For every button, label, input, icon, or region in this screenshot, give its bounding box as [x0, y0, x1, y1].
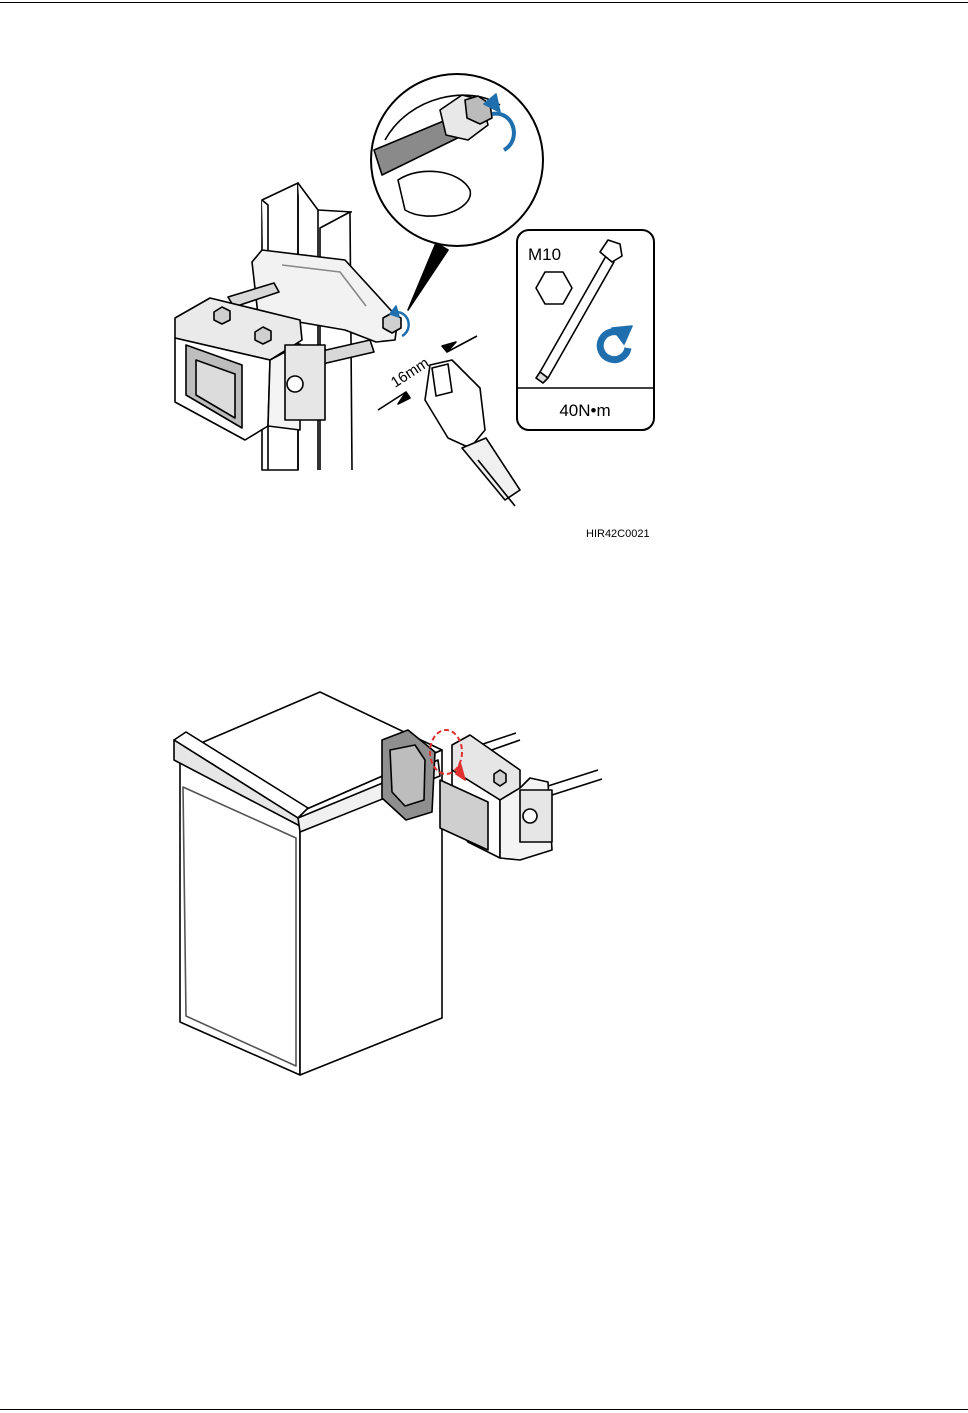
hex-nut-icon — [536, 272, 572, 304]
callout-leader — [408, 243, 448, 310]
cabinet-mount-figure — [160, 685, 610, 1085]
wrench-size-label: 16mm — [388, 354, 432, 391]
wrench — [425, 360, 520, 506]
pole-bracket-tighten-figure: M10 40N•m 16mm — [150, 60, 670, 520]
page-top-rule — [0, 2, 968, 3]
page-bottom-rule — [0, 1409, 968, 1410]
pole-bracket — [440, 735, 552, 860]
detail-callout — [371, 74, 543, 246]
figure-id: HIR42C0021 — [586, 528, 650, 540]
nut-size-label: M10 — [528, 245, 561, 264]
torque-value: 40N•m — [559, 401, 610, 420]
